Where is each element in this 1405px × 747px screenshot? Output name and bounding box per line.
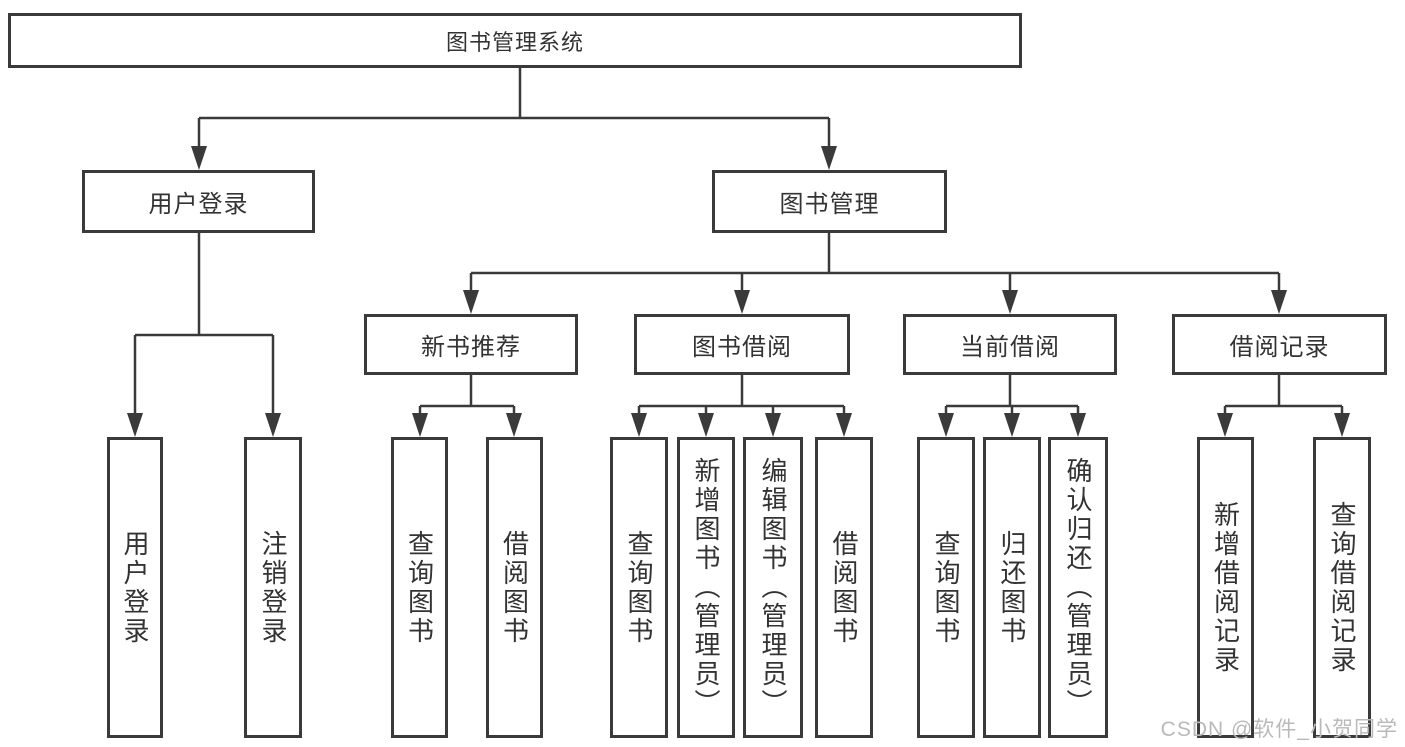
leaf-return-books: 归还图书 <box>983 437 1041 738</box>
node-borrowing-records: 借阅记录 <box>1172 314 1387 375</box>
leaf-user-login: 用户登录 <box>107 437 163 738</box>
node-user-login: 用户登录 <box>82 170 315 233</box>
leaf-label: 查询图书 <box>931 529 961 646</box>
node-book-management: 图书管理 <box>712 170 947 233</box>
leaf-query-books-borrowing: 查询图书 <box>610 437 668 738</box>
leaf-label: 归还图书 <box>997 529 1027 646</box>
leaf-label: 确认归还（管理员） <box>1063 457 1093 718</box>
leaf-label: 借阅图书 <box>829 529 859 646</box>
leaf-label: 查询借阅记录 <box>1327 500 1357 675</box>
node-label: 借阅记录 <box>1229 334 1330 361</box>
leaf-borrow-books-borrowing: 借阅图书 <box>815 437 873 738</box>
leaf-add-borrow-record: 新增借阅记录 <box>1197 437 1254 738</box>
leaf-label: 查询图书 <box>624 529 654 646</box>
leaf-label: 新增图书（管理员） <box>691 457 721 718</box>
leaf-confirm-return-admin: 确认归还（管理员） <box>1048 437 1108 738</box>
leaf-label: 查询图书 <box>404 529 435 646</box>
node-current-borrowing: 当前借阅 <box>903 314 1117 375</box>
leaf-label: 编辑图书（管理员） <box>758 457 788 718</box>
node-library-system: 图书管理系统 <box>8 13 1022 68</box>
node-label: 新书推荐 <box>421 334 521 361</box>
leaf-query-books-recommend: 查询图书 <box>391 437 448 738</box>
node-label: 用户登录 <box>148 191 249 218</box>
leaf-edit-books-admin: 编辑图书（管理员） <box>743 437 803 738</box>
leaf-label: 新增借阅记录 <box>1210 500 1241 675</box>
leaf-label: 注销登录 <box>258 529 288 646</box>
leaf-borrow-books-recommend: 借阅图书 <box>486 437 543 738</box>
leaf-label: 借阅图书 <box>499 529 530 646</box>
node-label: 当前借阅 <box>960 334 1060 361</box>
connector-lines <box>133 68 1344 416</box>
node-new-book-recommendation: 新书推荐 <box>364 314 578 375</box>
node-book-borrowing: 图书借阅 <box>634 314 850 375</box>
node-label: 图书借阅 <box>692 334 792 361</box>
watermark-text: CSDN @软件_小贺同学 <box>1160 718 1398 741</box>
node-label: 图书管理系统 <box>445 29 584 55</box>
leaf-logout: 注销登录 <box>244 437 302 738</box>
leaf-label: 用户登录 <box>120 529 150 646</box>
leaf-query-borrow-record: 查询借阅记录 <box>1313 437 1371 738</box>
arrowheads <box>127 146 1350 437</box>
node-label: 图书管理 <box>779 191 880 218</box>
leaf-add-books-admin: 新增图书（管理员） <box>677 437 735 738</box>
leaf-query-books-current: 查询图书 <box>917 437 975 738</box>
